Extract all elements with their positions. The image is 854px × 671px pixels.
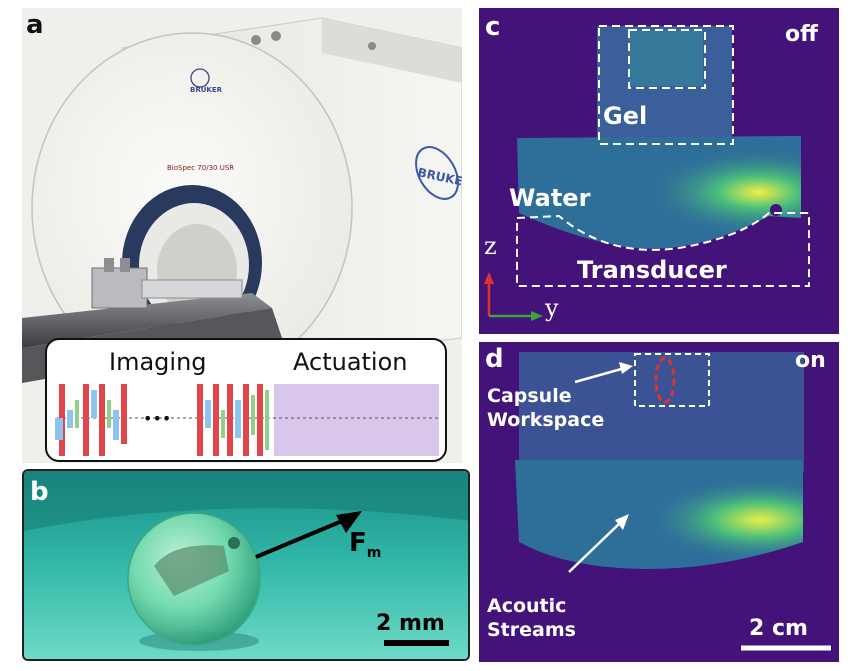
transducer-label: Transducer (577, 256, 727, 284)
force-arrow-head (336, 511, 362, 533)
scanner-model-text: BioSpec 70/30 USR (167, 164, 234, 172)
scale-label-b: 2 mm (376, 611, 445, 636)
streams-label-line2: Streams (487, 619, 576, 641)
pulse-sequence-diagram: ••• (55, 384, 439, 456)
capsule-workspace-outline (634, 353, 710, 407)
state-on-label: on (795, 348, 826, 373)
streams-arrow (568, 521, 622, 573)
actuation-block (274, 384, 439, 456)
mri-image-on (515, 352, 831, 651)
gel-inner-outline (628, 29, 706, 89)
capsule-label-line2: Workspace (487, 409, 605, 431)
axis-z-label: z (484, 232, 497, 260)
force-arrow-shaft (255, 514, 355, 559)
scale-label-d: 2 cm (749, 616, 808, 641)
capsule-outline (654, 356, 676, 404)
state-off-label: off (785, 22, 818, 47)
axis-y-label: y (545, 294, 559, 322)
svg-text:BRUKER: BRUKER (190, 86, 223, 94)
force-label: Fm (349, 528, 381, 561)
mri-image-off (484, 25, 810, 321)
force-symbol: F (349, 528, 367, 558)
panel-c-mri-off: c off Gel Water Transducer z y (479, 8, 839, 334)
transducer-outline (516, 212, 810, 287)
bruker-logo-small: BRUKER (190, 68, 223, 94)
force-subscript: m (366, 545, 382, 562)
capsule-label-line1: Capsule (487, 385, 572, 407)
imaging-label: Imaging (109, 348, 207, 376)
actuation-label: Actuation (293, 348, 408, 376)
panel-d-letter: d (485, 344, 504, 374)
panel-c-letter: c (485, 12, 501, 42)
panel-a-letter: a (26, 10, 44, 40)
water-label: Water (509, 184, 591, 212)
capsule-arrow (574, 366, 626, 384)
panel-b-capsule-render: b Fm 2 mm (22, 469, 470, 661)
panel-d-mri-on: d on Capsule Workspace Acoutic Streams 2… (479, 342, 839, 662)
pulse-sequence-inset: Imaging Actuation ••• (45, 338, 447, 462)
gel-outline (598, 25, 734, 145)
sequence-ellipsis: ••• (143, 409, 171, 428)
capsule-render-illustration (24, 471, 468, 659)
imaging-pulses-left (55, 384, 127, 456)
imaging-pulses-right (197, 384, 269, 456)
gel-label: Gel (603, 102, 648, 130)
capsule-workspace-label: Capsule Workspace (487, 384, 604, 432)
streams-label-line1: Acoutic (487, 595, 567, 617)
panel-b-letter: b (30, 477, 49, 507)
acoustic-streams-label: Acoutic Streams (487, 594, 576, 642)
